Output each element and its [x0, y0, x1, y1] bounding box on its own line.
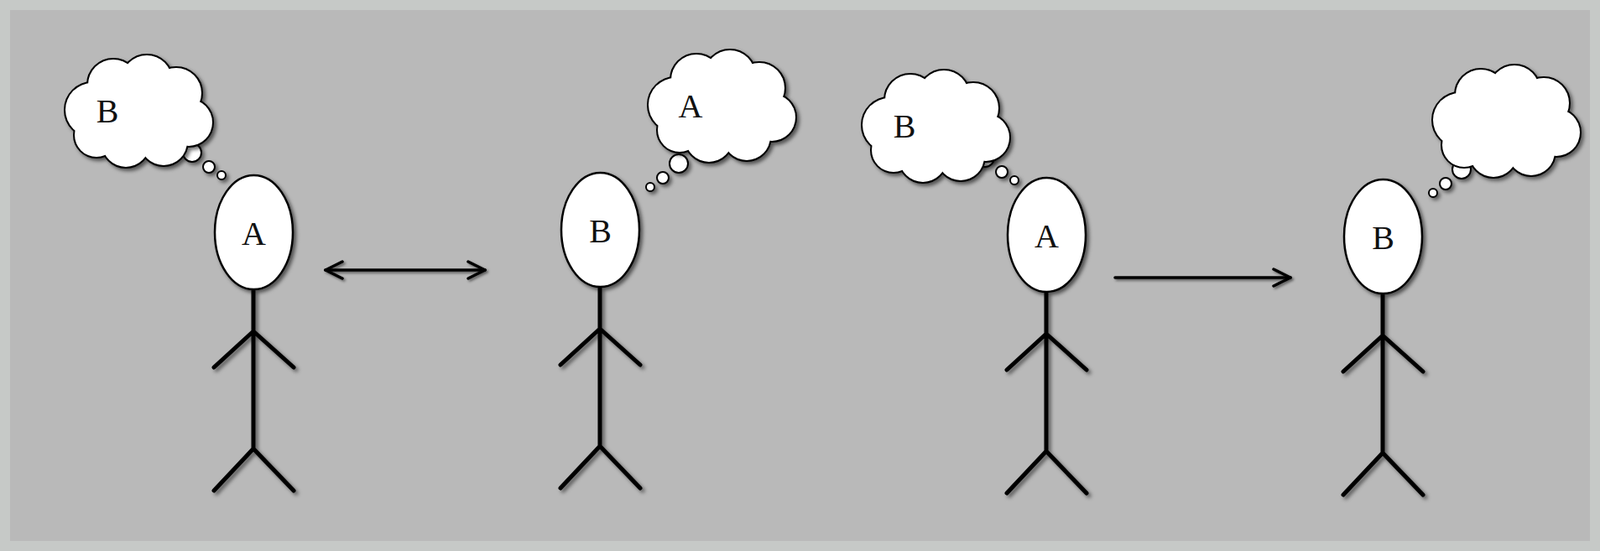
empty-thought-cloud [1433, 65, 1580, 178]
letter-label: B [893, 109, 917, 144]
thought-cloud: B [851, 66, 1012, 184]
head-oval: A [213, 173, 295, 292]
head-oval: B [559, 171, 642, 289]
letter-label: B [1371, 221, 1395, 256]
arrow-connector [325, 261, 485, 279]
cloud-outline [54, 51, 214, 169]
head-oval: A [1005, 176, 1088, 294]
bodies [213, 288, 1423, 496]
letter-label: A [678, 89, 704, 124]
letter-label: B [96, 94, 120, 129]
arrow-connector [1115, 269, 1291, 287]
thought-cloud: A [637, 46, 798, 164]
thought-cloud: B [54, 51, 214, 169]
letter-label: B [588, 214, 612, 249]
cloud-outline [851, 66, 1012, 184]
cloud-outline [637, 46, 798, 164]
letter-label: A [241, 217, 266, 251]
letter-label: A [1034, 219, 1059, 254]
thought-bubbles [182, 143, 1471, 198]
head-oval: B [1342, 177, 1424, 296]
